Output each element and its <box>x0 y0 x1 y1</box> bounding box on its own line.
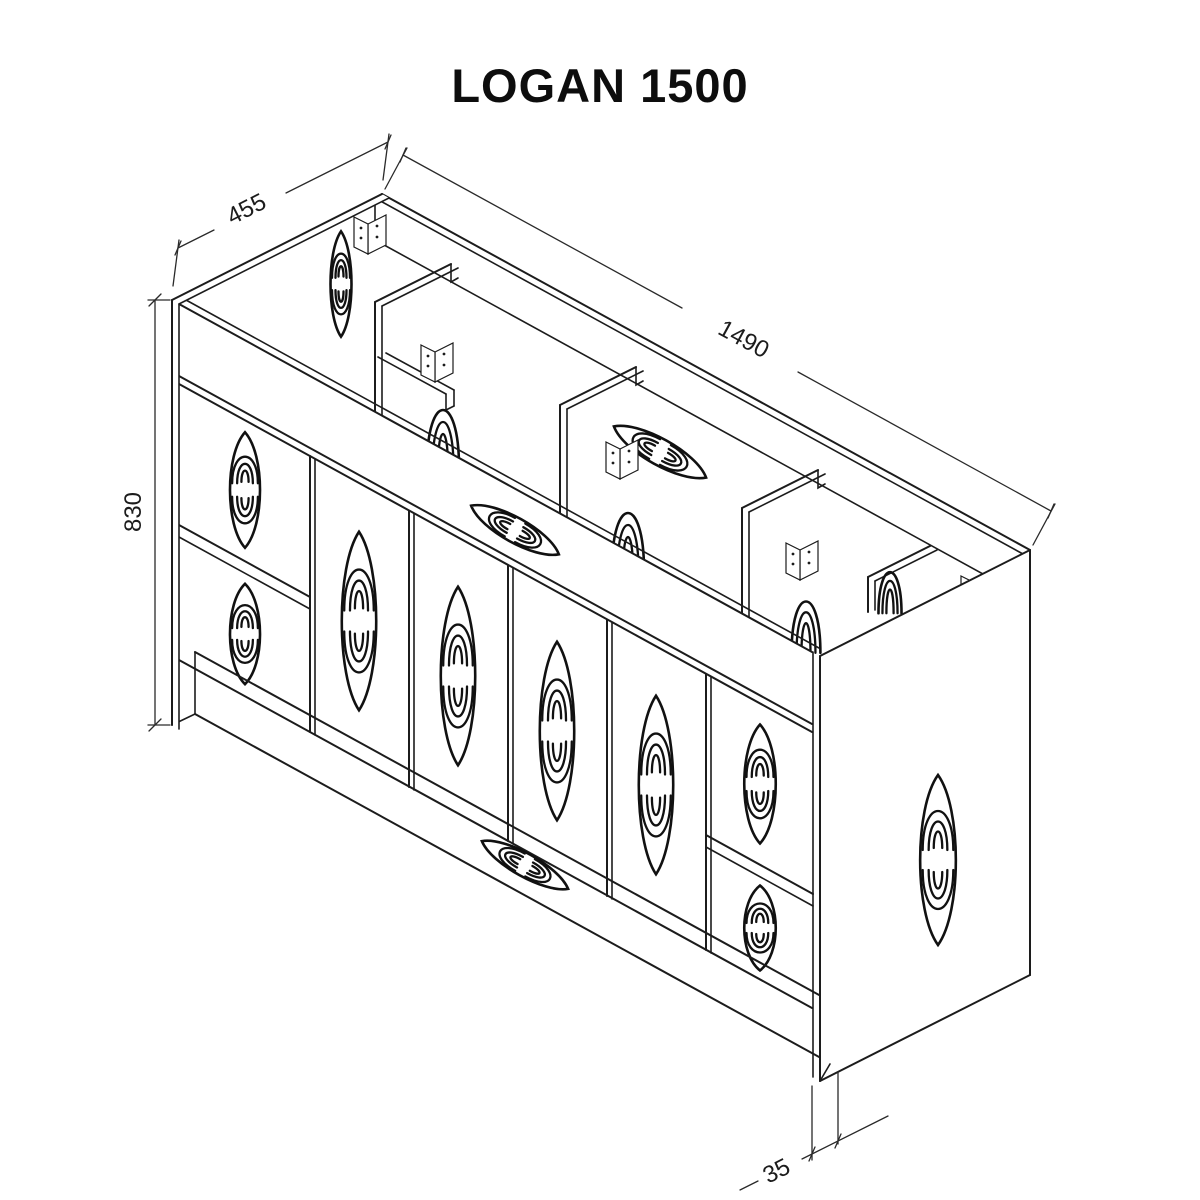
wood-grain-icon <box>329 230 353 339</box>
drawer-stack-right <box>705 722 814 973</box>
side-panel-right <box>812 549 1031 1082</box>
kickboard <box>171 651 831 1064</box>
dimension-height-label: 830 <box>120 492 147 532</box>
corner-bracket-icon <box>785 540 819 581</box>
divider-panel <box>374 263 461 469</box>
drawer-bay-rail <box>377 352 455 411</box>
dimension-kick-recess: 35 <box>739 1071 889 1191</box>
dimension-depth-label: 455 <box>223 188 271 230</box>
corner-bracket-icon <box>420 342 454 383</box>
divider-panel <box>867 545 938 615</box>
side-panel-left <box>171 193 390 730</box>
corner-bracket-icon <box>353 214 387 255</box>
dimension-height: 830 <box>120 293 171 732</box>
corner-bracket-icon <box>605 439 639 480</box>
dimension-kick-label: 35 <box>759 1153 795 1189</box>
page-title: LOGAN 1500 <box>451 59 749 112</box>
carcass-interior <box>329 193 1031 654</box>
divider-panel <box>559 366 646 572</box>
back-rail <box>374 193 1031 597</box>
cabinet-front <box>171 299 831 1064</box>
divider-panel <box>741 469 826 654</box>
panel-joints <box>309 455 712 954</box>
front-top-rail <box>178 299 820 725</box>
dimension-width-label: 1490 <box>714 315 774 364</box>
drawer-stack-left <box>178 430 311 687</box>
